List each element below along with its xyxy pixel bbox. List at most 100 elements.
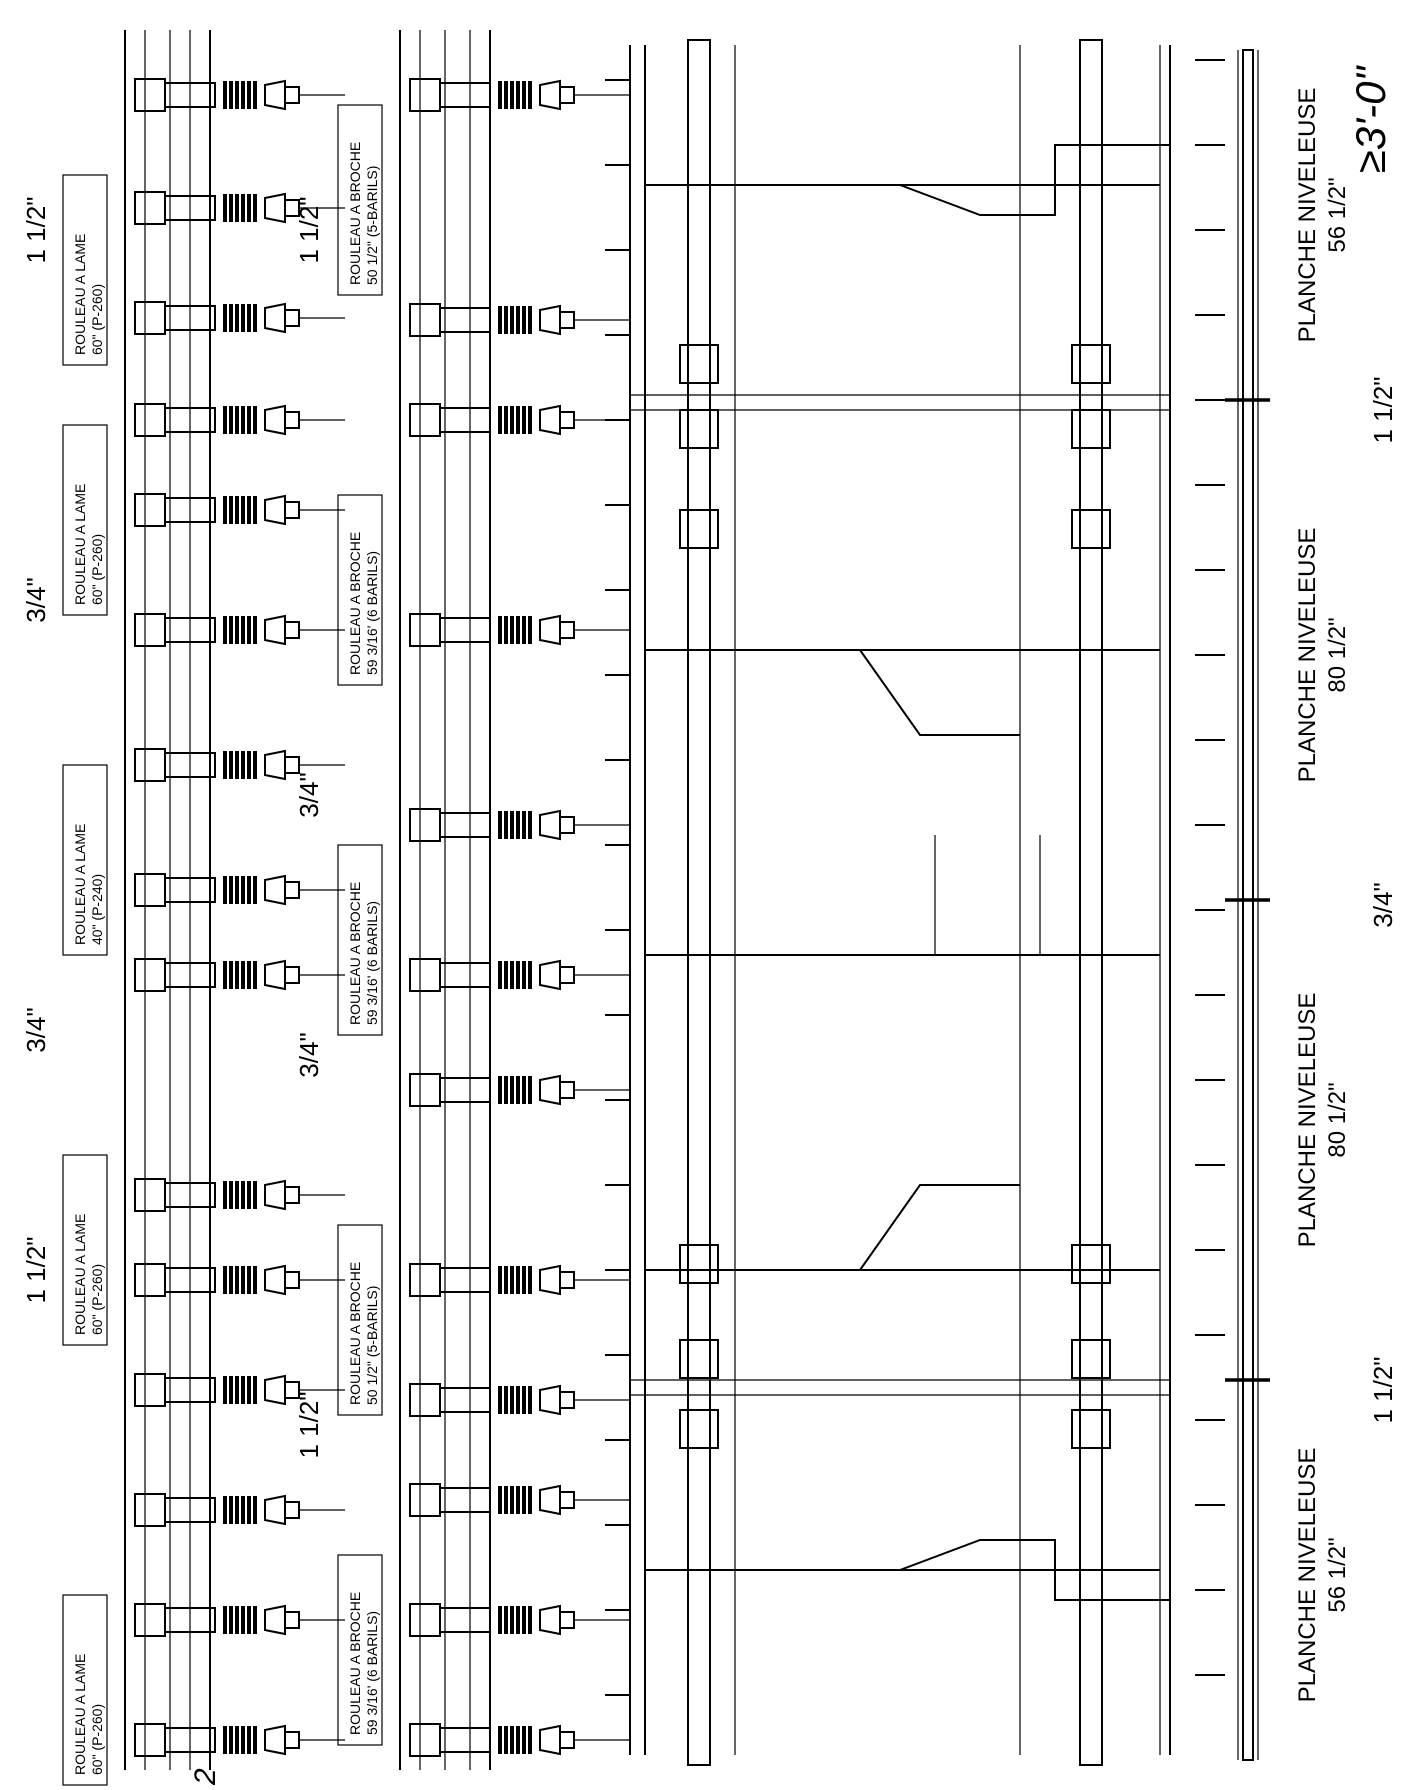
roller-disc xyxy=(223,876,227,904)
roller-disc xyxy=(522,1386,526,1414)
roller-disc xyxy=(504,1266,508,1294)
roller-disc xyxy=(528,1076,532,1104)
roller-disc xyxy=(253,1606,257,1634)
roller-end-cap xyxy=(559,1731,575,1749)
roller-disc xyxy=(498,1386,502,1414)
roller-hub xyxy=(439,1267,491,1293)
roller-disc xyxy=(241,751,245,779)
roller-disc xyxy=(229,496,233,524)
roller-bearing xyxy=(134,1373,166,1407)
roller-hub xyxy=(439,1607,491,1633)
roller-cone xyxy=(264,874,286,906)
roller-disc xyxy=(510,616,514,644)
roller-disc xyxy=(516,1486,520,1514)
roller-bearing xyxy=(409,808,441,842)
roller-hub xyxy=(164,1497,216,1523)
roller-hub xyxy=(164,752,216,778)
roller-disc xyxy=(498,1076,502,1104)
roller-disc xyxy=(247,496,251,524)
roller-bearing xyxy=(409,1603,441,1637)
roller-cone xyxy=(539,1604,561,1636)
roller-disc xyxy=(253,751,257,779)
roller-disc xyxy=(498,811,502,839)
roller-disc xyxy=(223,616,227,644)
roller-end-cap xyxy=(284,966,300,984)
top-gap-dimensions: 1 1/2" 3/4" 3/4" 1 1/2" xyxy=(21,196,51,1303)
roller-disc xyxy=(229,1376,233,1404)
roller-disc xyxy=(516,1076,520,1104)
roller-bearing xyxy=(134,191,166,225)
roller-disc xyxy=(516,1266,520,1294)
spindle-roller-4-spec: 59 3/16' (6 BARILS) xyxy=(364,551,380,675)
roller-disc xyxy=(516,1606,520,1634)
leveling-board-4-name: PLANCHE NIVELEUSE xyxy=(1294,88,1321,343)
blade-roller-5-name: ROULEAU A LAME xyxy=(72,234,88,355)
roller-end-cap xyxy=(284,501,300,519)
roller-end-cap xyxy=(284,1501,300,1519)
top-gap-3: 3/4" xyxy=(21,577,51,622)
roller-cone xyxy=(539,304,561,336)
roller-disc xyxy=(235,961,239,989)
roller-disc xyxy=(528,406,532,434)
top-gap-4: 1 1/2" xyxy=(21,196,51,263)
roller-end-cap xyxy=(559,1611,575,1629)
roller-cone xyxy=(264,749,286,781)
roller-disc xyxy=(510,1606,514,1634)
roller-disc xyxy=(528,81,532,109)
roller-disc xyxy=(522,306,526,334)
leveling-board-2-size: 80 1/2" xyxy=(1324,1082,1351,1157)
roller-disc xyxy=(498,616,502,644)
roller-disc xyxy=(235,751,239,779)
roller-disc xyxy=(522,1266,526,1294)
roller-hub xyxy=(164,82,216,108)
roller-end-cap xyxy=(284,309,300,327)
roller-disc xyxy=(516,406,520,434)
roller-disc xyxy=(504,1486,508,1514)
roller-disc xyxy=(235,304,239,332)
top-gap-1: 1 1/2" xyxy=(21,1236,51,1303)
right-gap-3: 1 1/2" xyxy=(1368,376,1398,443)
roller-disc xyxy=(235,1376,239,1404)
roller-disc xyxy=(522,1076,526,1104)
roller-end-cap xyxy=(559,816,575,834)
roller-disc xyxy=(253,194,257,222)
roller-end-cap xyxy=(284,86,300,104)
blade-roller-2-spec: 60" (P-260) xyxy=(89,1264,105,1335)
roller-bearing xyxy=(134,1493,166,1527)
roller-bearing xyxy=(409,1483,441,1517)
blade-roller-3-name: ROULEAU A LAME xyxy=(72,824,88,945)
roller-disc xyxy=(510,1076,514,1104)
spindle-roller-3-name: ROULEAU A BROCHE xyxy=(347,882,363,1025)
roller-disc xyxy=(241,406,245,434)
roller-disc xyxy=(504,406,508,434)
roller-disc xyxy=(229,194,233,222)
right-gap-1: 1 1/2" xyxy=(1368,1356,1398,1423)
roller-disc xyxy=(223,961,227,989)
spindle-roller-1-name: ROULEAU A BROCHE xyxy=(347,1592,363,1735)
roller-bearing xyxy=(134,1178,166,1212)
roller-end-cap xyxy=(559,311,575,329)
roller-disc xyxy=(229,81,233,109)
roller-end-cap xyxy=(559,966,575,984)
roller-bearing xyxy=(134,958,166,992)
roller-disc xyxy=(510,1726,514,1754)
mid-gap-dimensions: 1 1/2" 3/4" 3/4" 1 1/2" xyxy=(294,196,324,1458)
roller-disc xyxy=(516,616,520,644)
roller-disc xyxy=(504,81,508,109)
roller-disc xyxy=(522,81,526,109)
mid-gap-3: 3/4" xyxy=(294,772,324,817)
roller-bearing xyxy=(409,958,441,992)
roller-bearing xyxy=(409,303,441,337)
roller-cone xyxy=(539,1264,561,1296)
roller-disc xyxy=(498,1266,502,1294)
roller-disc xyxy=(241,1606,245,1634)
roller-disc xyxy=(229,1606,233,1634)
spindle-roller-2-name: ROULEAU A BROCHE xyxy=(347,1262,363,1405)
roller-bearing xyxy=(409,78,441,112)
roller-disc xyxy=(229,1726,233,1754)
roller-disc xyxy=(241,876,245,904)
roller-disc xyxy=(229,616,233,644)
roller-end-cap xyxy=(284,881,300,899)
roller-disc xyxy=(247,304,251,332)
spindle-roller-1-spec: 59 3/16' (6 BARILS) xyxy=(364,1611,380,1735)
